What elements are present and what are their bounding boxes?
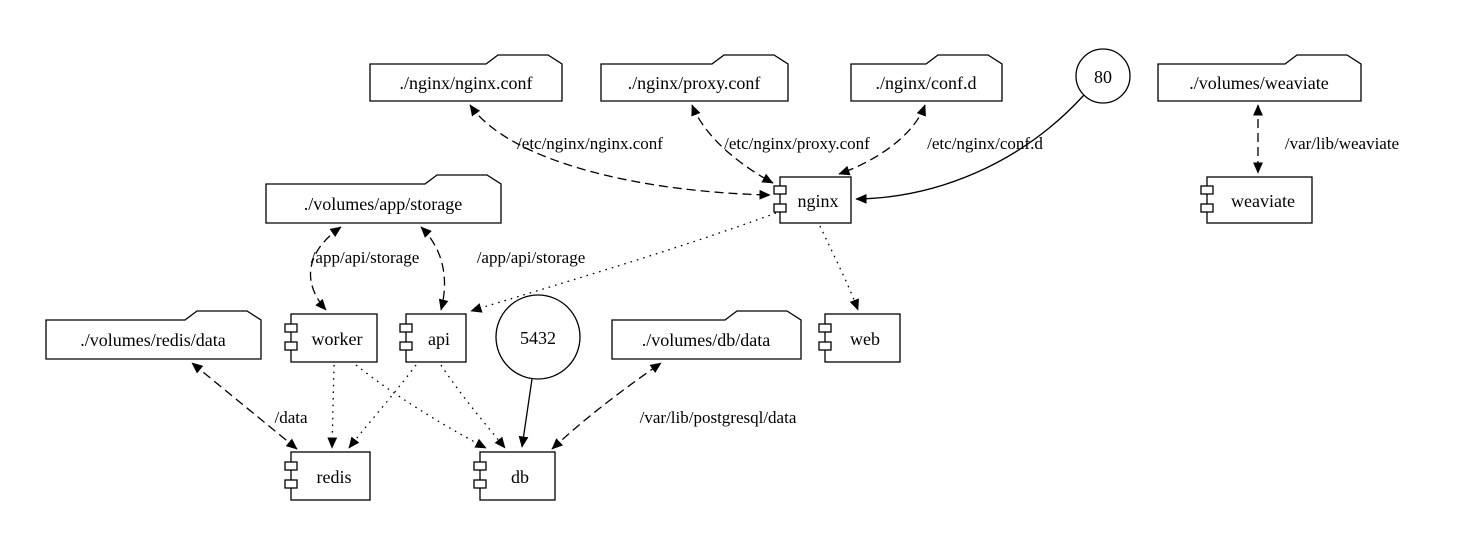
node-service-api: api	[399, 313, 467, 363]
node-label-redis: redis	[317, 467, 352, 487]
component-tab-icon	[399, 341, 413, 351]
component-tab-icon	[818, 323, 832, 333]
node-label-worker: worker	[312, 329, 363, 349]
node-service-weaviate: weaviate	[1200, 176, 1313, 224]
component-icon	[479, 451, 556, 501]
port-circle-icon	[1075, 48, 1131, 104]
component-tab-icon	[473, 479, 487, 489]
node-label-app-storage: ./volumes/app/storage	[304, 194, 462, 214]
node-folder-redis-data: ./volumes/redis/data	[45, 310, 262, 360]
edge-label-conf-d-mount: /etc/nginx/conf.d	[927, 134, 1043, 153]
edge-nginx-confd	[838, 104, 926, 176]
component-icon	[779, 176, 852, 224]
component-tab-icon	[399, 323, 413, 333]
node-label-port-5432: 5432	[520, 328, 556, 348]
edge-redis-volume	[191, 362, 298, 450]
component-tab-icon	[473, 461, 487, 471]
node-service-db: db	[473, 451, 556, 501]
component-icon	[824, 313, 901, 363]
component-icon	[290, 313, 378, 363]
node-label-port-80: 80	[1094, 67, 1112, 87]
edge-worker-storage	[309, 226, 342, 311]
node-folder-app-storage: ./volumes/app/storage	[265, 174, 502, 224]
node-service-nginx: nginx	[773, 176, 852, 224]
edge-label-db-mount: /var/lib/postgresql/data	[640, 408, 797, 427]
node-port-80: 80	[1075, 48, 1131, 104]
folder-icon	[600, 54, 789, 102]
component-icon	[290, 451, 371, 501]
edge-port80-nginx	[855, 94, 1085, 204]
edges-layer	[191, 94, 1263, 450]
edge-api-db	[440, 364, 506, 449]
port-circle-icon	[495, 294, 581, 380]
edge-api-storage	[420, 226, 449, 311]
component-tab-icon	[818, 341, 832, 351]
node-folder-db-data: ./volumes/db/data	[611, 310, 802, 360]
folder-icon	[45, 310, 262, 360]
edge-port5432-db	[518, 378, 533, 448]
node-label-conf-d: ./nginx/conf.d	[876, 73, 977, 93]
component-tab-icon	[284, 323, 298, 333]
edge-db-volume	[551, 362, 662, 450]
edge-nginx-proxyconf	[691, 104, 774, 184]
edge-label-redis-mount: /data	[274, 408, 307, 427]
component-icon	[405, 313, 467, 363]
node-service-web: web	[818, 313, 901, 363]
component-tab-icon	[284, 479, 298, 489]
component-icon	[1206, 176, 1313, 224]
component-tab-icon	[1200, 185, 1214, 195]
node-service-worker: worker	[284, 313, 378, 363]
node-service-redis: redis	[284, 451, 371, 501]
node-port-5432: 5432	[495, 294, 581, 380]
node-folder-conf-d: ./nginx/conf.d	[850, 54, 1003, 102]
folder-icon	[850, 54, 1003, 102]
edge-labels-layer: /etc/nginx/nginx.conf /etc/nginx/proxy.c…	[274, 134, 1399, 427]
component-tab-icon	[1200, 203, 1214, 213]
component-tab-icon	[284, 461, 298, 471]
edge-label-nginx-conf-mount: /etc/nginx/nginx.conf	[517, 134, 663, 153]
node-folder-proxy-conf: ./nginx/proxy.conf	[600, 54, 789, 102]
edge-worker-redis	[327, 364, 338, 449]
node-label-api: api	[428, 329, 450, 349]
node-label-web: web	[850, 329, 880, 349]
edge-api-redis	[348, 364, 417, 449]
component-tab-icon	[773, 185, 787, 195]
node-label-nginx: nginx	[797, 191, 838, 211]
edge-label-api-storage-mount: /app/api/storage	[477, 248, 586, 267]
edge-label-worker-storage-mount: /app/api/storage	[311, 248, 420, 267]
node-label-nginx-conf: ./nginx/nginx.conf	[400, 73, 533, 93]
node-label-db-data: ./volumes/db/data	[642, 330, 770, 350]
node-label-weaviate: weaviate	[1231, 191, 1295, 211]
edge-nginx-nginxconf	[469, 104, 771, 200]
edge-worker-db	[355, 364, 487, 449]
node-folder-nginx-conf: ./nginx/nginx.conf	[369, 54, 563, 102]
node-label-weaviate-volume: ./volumes/weaviate	[1189, 73, 1328, 93]
component-tab-icon	[284, 341, 298, 351]
node-folder-weaviate-volume: ./volumes/weaviate	[1157, 54, 1362, 102]
edge-nginx-web	[819, 225, 859, 311]
folder-icon	[265, 174, 502, 224]
folder-icon	[369, 54, 563, 102]
node-label-db: db	[511, 467, 529, 487]
edge-label-weaviate-mount: /var/lib/weaviate	[1285, 134, 1399, 153]
component-tab-icon	[773, 203, 787, 213]
node-label-redis-data: ./volumes/redis/data	[80, 330, 225, 350]
folder-icon	[1157, 54, 1362, 102]
edge-label-proxy-conf-mount: /etc/nginx/proxy.conf	[724, 134, 870, 153]
folder-icon	[611, 310, 802, 360]
node-label-proxy-conf: ./nginx/proxy.conf	[628, 73, 761, 93]
